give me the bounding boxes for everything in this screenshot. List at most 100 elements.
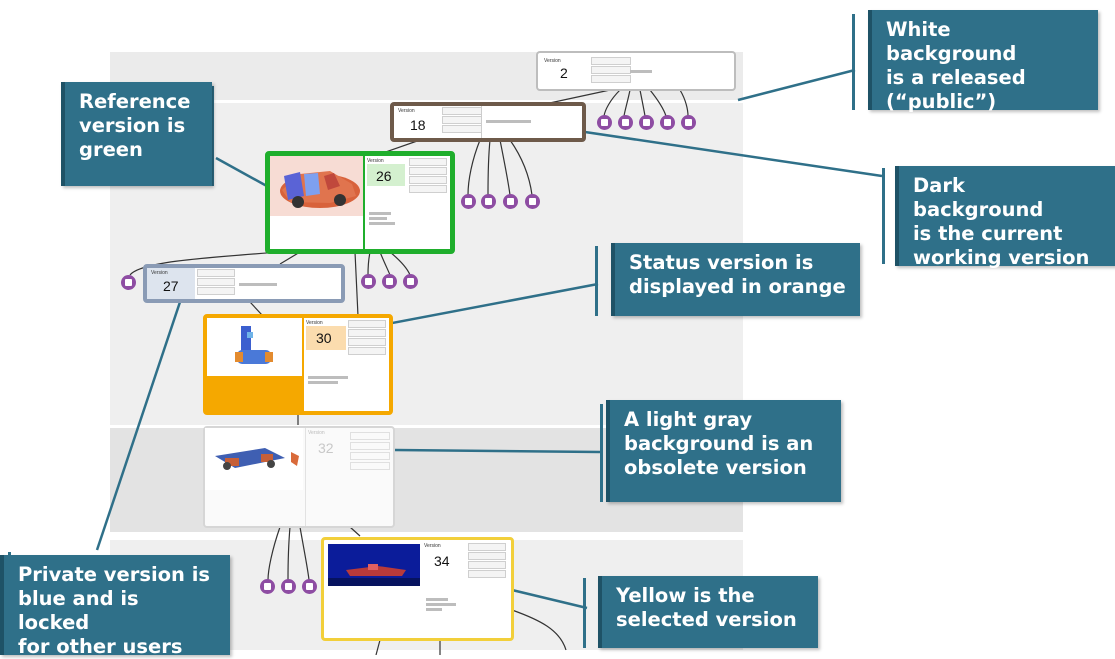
part-model-image [235, 326, 273, 364]
callout-cap [211, 86, 214, 186]
child-node-icon[interactable] [461, 194, 476, 209]
meta-field [409, 167, 447, 175]
meta-text [369, 217, 387, 220]
meta-field [442, 125, 482, 133]
meta-field [468, 543, 506, 551]
render-model-image [328, 544, 420, 586]
info-panel [195, 268, 341, 299]
meta-field [350, 462, 390, 470]
child-node-icon[interactable] [660, 115, 675, 130]
callout-cap [600, 404, 603, 502]
meta-field [442, 116, 482, 124]
child-node-icon[interactable] [503, 194, 518, 209]
version-number: 26 [376, 168, 392, 184]
version-card-obsolete[interactable]: Version 32 [203, 426, 395, 528]
meta-text [369, 222, 395, 225]
child-node-icon[interactable] [302, 579, 317, 594]
child-node-icon[interactable] [481, 194, 496, 209]
meta-field [591, 57, 631, 65]
meta-text [239, 283, 277, 286]
version-number: 30 [316, 330, 332, 346]
divider [481, 106, 482, 138]
info-panel: Version 26 [365, 156, 450, 249]
callout-private: Private version is blue and is locked fo… [0, 555, 230, 658]
version-label: Version [306, 320, 323, 326]
version-number: 2 [560, 65, 568, 81]
version-number: 32 [318, 440, 334, 456]
child-node-icon[interactable] [639, 115, 654, 130]
meta-text [426, 603, 456, 606]
callout-cap [852, 14, 855, 110]
callout-current: Dark background is the current working v… [895, 166, 1115, 269]
car-thumbnail [270, 156, 363, 216]
meta-text [426, 608, 442, 611]
callout-cap [583, 578, 586, 648]
version-number-highlight [306, 326, 346, 350]
meta-field [197, 287, 235, 295]
version-label: Version [308, 430, 325, 436]
meta-field [197, 269, 235, 277]
meta-field [197, 278, 235, 286]
version-number: 27 [163, 278, 179, 294]
meta-field [409, 158, 447, 166]
meta-field [348, 338, 386, 346]
callout-cap [882, 168, 885, 264]
callout-released: White background is a released (“public”… [868, 10, 1098, 137]
assembly-thumbnail [205, 428, 303, 490]
version-card-reference[interactable]: Version 26 [265, 151, 455, 254]
meta-field [591, 66, 631, 74]
version-label: Version [424, 543, 441, 549]
info-panel: Version 34 [422, 540, 510, 638]
meta-text [486, 120, 531, 123]
child-node-icon[interactable] [382, 274, 397, 289]
meta-text [369, 212, 391, 215]
meta-text [308, 381, 338, 384]
meta-field [348, 329, 386, 337]
child-node-icon[interactable] [281, 579, 296, 594]
callout-selected: Yellow is the selected version [598, 576, 818, 648]
thumbnail-footer [270, 216, 363, 249]
version-number: 34 [434, 553, 450, 569]
version-card-selected[interactable]: Version 34 [321, 537, 514, 641]
version-label: Version [151, 270, 168, 276]
version-card-private[interactable]: Version 27 [143, 264, 345, 303]
child-node-icon[interactable] [681, 115, 696, 130]
meta-field [409, 185, 447, 193]
meta-field [442, 107, 482, 115]
version-number-highlight [367, 164, 405, 186]
child-node-icon[interactable] [403, 274, 418, 289]
meta-field [468, 552, 506, 560]
callout-status: Status version is displayed in orange [611, 243, 860, 316]
version-card-current[interactable]: Version 18 [390, 102, 586, 142]
meta-text [630, 70, 652, 73]
child-node-icon[interactable] [525, 194, 540, 209]
meta-text [426, 598, 448, 601]
child-node-icon[interactable] [618, 115, 633, 130]
child-node-icon[interactable] [260, 579, 275, 594]
child-node-icon[interactable] [121, 275, 136, 290]
version-card-status[interactable]: Version 30 [203, 314, 393, 415]
meta-field [350, 442, 390, 450]
assembly-model-image [215, 448, 299, 470]
callout-reference: Reference version is green [61, 82, 212, 186]
version-card-released[interactable]: Version 2 [536, 51, 736, 91]
version-label: Version [544, 58, 561, 64]
meta-field [350, 432, 390, 440]
meta-field [348, 320, 386, 328]
render-thumbnail [328, 544, 420, 586]
info-panel: Version 30 [304, 318, 389, 411]
meta-field [591, 75, 631, 83]
part-thumbnail [207, 318, 302, 376]
child-node-icon[interactable] [597, 115, 612, 130]
version-number: 18 [410, 117, 426, 133]
meta-field [409, 176, 447, 184]
info-panel: Version 32 [305, 428, 394, 526]
callout-obsolete: A light gray background is an obsolete v… [606, 400, 841, 502]
meta-field [350, 452, 390, 460]
meta-field [348, 347, 386, 355]
meta-field [468, 561, 506, 569]
version-label: Version [367, 158, 384, 164]
version-label: Version [398, 108, 415, 114]
meta-field [468, 570, 506, 578]
child-node-icon[interactable] [361, 274, 376, 289]
